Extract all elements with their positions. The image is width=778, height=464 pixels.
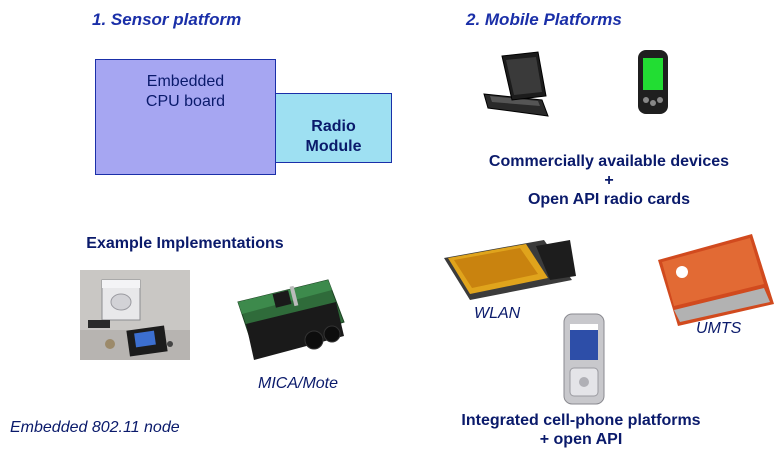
commercial-devices-text: Commercially available devices + Open AP… — [488, 153, 730, 208]
radio-module-box — [275, 93, 392, 163]
umts-caption: UMTS — [696, 320, 742, 337]
cpu-board-box — [95, 59, 276, 175]
cpu-board-label: Embedded CPU board — [145, 73, 226, 110]
wlan-caption: WLAN — [474, 305, 521, 322]
umts-card-image — [658, 234, 774, 326]
example-implementations-title: Example Implementations — [86, 235, 284, 252]
wlan-card-image — [444, 240, 576, 300]
sensor-platform-heading: 1. Sensor platform — [92, 10, 242, 29]
laptop-icon — [483, 51, 549, 117]
pda-icon — [638, 50, 668, 114]
mica-mote-caption: MICA/Mote — [258, 375, 339, 392]
embedded-80211-caption: Embedded 802.11 node — [10, 419, 180, 436]
smartphone-image — [563, 313, 605, 405]
embedded-80211-node-image — [80, 270, 190, 360]
cellphone-platforms-text: Integrated cell-phone platforms + open A… — [461, 412, 701, 448]
radio-module-label: Radio Module — [305, 118, 362, 155]
mica-mote-image — [237, 279, 345, 360]
mobile-platforms-heading: 2. Mobile Platforms — [466, 10, 622, 29]
